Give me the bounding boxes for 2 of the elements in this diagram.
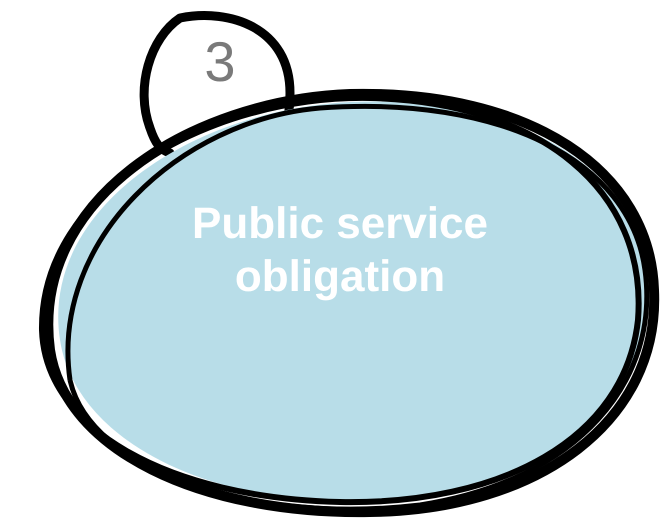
node-text: Public service obligation	[191, 198, 489, 303]
number-label: 3	[203, 29, 237, 95]
